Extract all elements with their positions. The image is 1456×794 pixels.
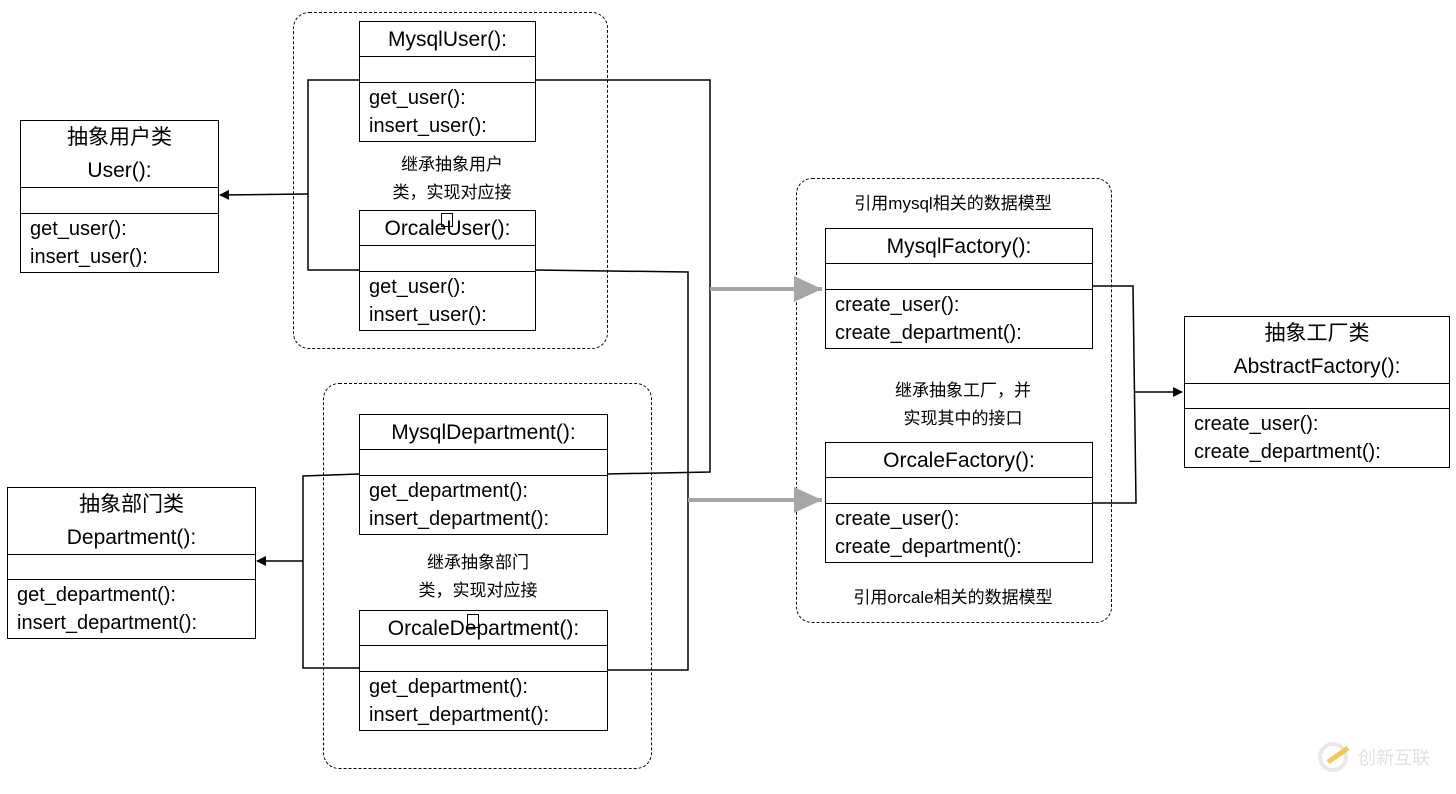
orcale-model-line xyxy=(534,269,689,671)
class-orcale-factory: OrcaleFactory(): create_user(): create_de… xyxy=(825,442,1093,563)
method: insert_user(): xyxy=(369,115,487,137)
class-title: OrcaleUser(): xyxy=(384,216,511,240)
method: create_department(): xyxy=(835,322,1022,344)
class-mysql-department: MysqlDepartment(): get_department():inse… xyxy=(359,414,608,535)
method: insert_user(): xyxy=(30,246,148,268)
method: get_user(): xyxy=(369,276,466,298)
user-inherit-arrow xyxy=(219,189,309,200)
dept-inherit-note: 继承抽象部门类，实现对应接 xyxy=(418,553,538,600)
dept-inherit-line xyxy=(302,473,360,669)
class-abstract-factory: 抽象工厂类 AbstractFactory(): create_user():cr… xyxy=(1184,316,1450,468)
class-title: AbstractFactory(): xyxy=(1233,355,1401,378)
class-title: Department(): xyxy=(66,526,197,549)
class-title: OrcaleFactory(): xyxy=(883,448,1035,472)
method: get_user(): xyxy=(30,218,127,240)
watermark-text: 创新互联 xyxy=(1358,748,1430,768)
method: get_user(): xyxy=(369,87,466,109)
mysql-user-inherit-line xyxy=(307,79,359,271)
logo-icon xyxy=(1318,742,1350,772)
class-mysql-user: MysqlUser(): get_user(): insert_user(): xyxy=(359,21,536,142)
method: insert_user(): xyxy=(369,304,487,326)
method: insert_department(): xyxy=(369,508,550,530)
method: create_user(): xyxy=(835,508,960,530)
factory-inherit-note: 继承抽象工厂，并实现其中的接口 xyxy=(895,381,1031,428)
missing-glyph-box xyxy=(441,213,453,227)
method: create_department(): xyxy=(835,536,1022,558)
factory-inherit-line xyxy=(1092,285,1137,504)
method: create_department(): xyxy=(1194,441,1381,463)
department-impl-group xyxy=(323,383,652,769)
class-title-cn: 抽象部门类 xyxy=(79,493,184,516)
method: get_department(): xyxy=(369,480,528,502)
method: create_user(): xyxy=(1194,413,1319,435)
method: get_department(): xyxy=(17,584,176,606)
class-title-cn: 抽象用户类 xyxy=(67,126,172,149)
class-title: MysqlUser(): xyxy=(388,27,507,51)
class-title: MysqlFactory(): xyxy=(886,234,1032,258)
orcale-ref-note: 引用orcale相关的数据模型 xyxy=(853,588,1053,607)
class-title-cn: 抽象工厂类 xyxy=(1264,322,1370,345)
mysql-model-line xyxy=(535,79,711,475)
class-title: User(): xyxy=(87,159,152,182)
method: insert_department(): xyxy=(17,612,198,634)
class-orcale-department: OrcaleDepartment(): get_department():ins… xyxy=(359,610,608,731)
factory-impl-group xyxy=(796,178,1112,623)
watermark-logo: 创新互联 xyxy=(1318,742,1430,772)
method: get_department(): xyxy=(369,676,528,698)
mysql-ref-note: 引用mysql相关的数据模型 xyxy=(854,194,1052,213)
method: create_user(): xyxy=(835,294,960,316)
class-mysql-factory: MysqlFactory(): create_user(): create_dep… xyxy=(825,228,1093,349)
method: insert_department(): xyxy=(369,704,550,726)
user-impl-group xyxy=(293,12,608,349)
class-title: OrcaleDepartment(): xyxy=(387,616,580,640)
class-orcale-user: OrcaleUser(): get_user(): insert_user(): xyxy=(359,210,536,331)
user-inherit-note: 继承抽象用户类，实现对应接 xyxy=(392,155,512,202)
class-title: MysqlDepartment(): xyxy=(391,420,576,444)
missing-glyph-box xyxy=(467,614,479,628)
class-user: 抽象用户类 User(): get_user(): insert_user(): xyxy=(20,120,219,273)
class-department: 抽象部门类 Department(): get_department():inse… xyxy=(7,487,256,639)
